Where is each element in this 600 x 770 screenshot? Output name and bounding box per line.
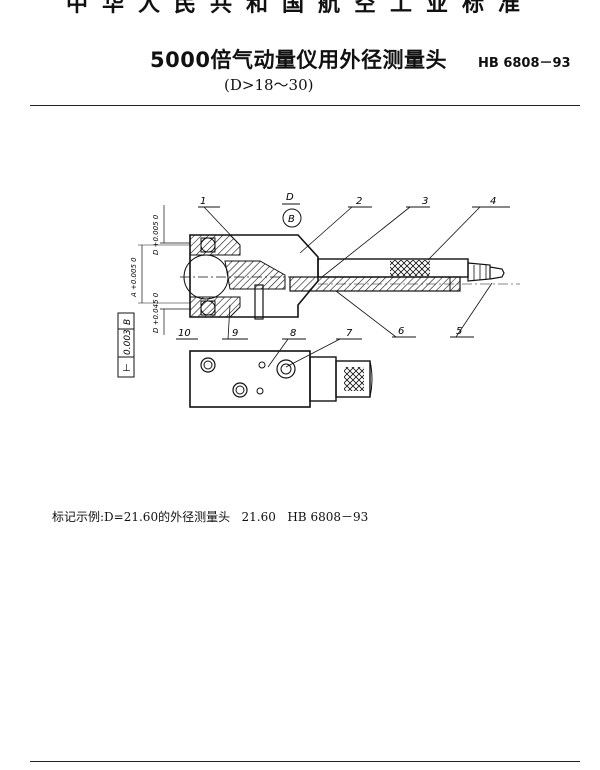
- callout-2-label: 2: [356, 196, 362, 207]
- flatness-symbol: ⊥: [122, 363, 131, 374]
- dimensions-left: D +0.005 0 A +0.005 0 D +0.045 0: [130, 205, 190, 335]
- page-title: 5000倍气动量仪用外径测量头: [150, 48, 447, 72]
- d-label: D: [286, 192, 294, 203]
- callout-8: 8: [267, 328, 306, 368]
- callout-5: 5: [450, 282, 493, 338]
- datum-b-label: B: [288, 214, 295, 225]
- callout-10-label: 10: [178, 328, 191, 339]
- tol-bottom-label: D +0.045 0: [152, 292, 160, 333]
- marking-example: 标记示例:D=21.60的外径测量头 21.60 HB 6808－93: [52, 508, 368, 525]
- shaft: [289, 258, 520, 292]
- callout-4-label: 4: [490, 196, 496, 207]
- callout-10: 10: [176, 328, 198, 340]
- flatness-value-label: 0.003: [123, 329, 133, 355]
- callout-6-label: 6: [398, 326, 404, 337]
- page-subtitle: (D>18～30): [224, 76, 314, 94]
- header-standard-banner: 中华人民共和国航空工业标准: [65, 0, 534, 17]
- flatness-frame: B 0.003 ⊥: [117, 312, 135, 378]
- tol-mid-label: A +0.005 0: [130, 257, 138, 298]
- footer-rule: [30, 761, 580, 762]
- callout-3: 3: [321, 196, 430, 278]
- callout-8-label: 8: [290, 328, 296, 339]
- callout-d-datum: D B: [282, 192, 302, 228]
- marking-standard: HB 6808－93: [287, 510, 369, 524]
- callout-9-label: 9: [232, 328, 238, 339]
- marking-value: 21.60: [241, 510, 276, 524]
- tol-top-label: D +0.005 0: [152, 214, 160, 255]
- callout-9: 9: [222, 304, 248, 340]
- callout-2: 2: [299, 196, 372, 254]
- callout-5-label: 5: [456, 326, 462, 337]
- head-body: [180, 234, 340, 320]
- flatness-datum-label: B: [123, 319, 133, 325]
- technical-drawing: 1 D B 2 3 4: [117, 192, 520, 408]
- callout-7-label: 7: [346, 328, 353, 339]
- bottom-view: [189, 350, 373, 408]
- callout-4: 4: [427, 196, 510, 261]
- callout-1-label: 1: [200, 196, 206, 207]
- header-rule: [30, 105, 580, 106]
- standard-number: HB 6808－93: [478, 56, 571, 71]
- callout-6: 6: [335, 290, 416, 338]
- marking-label: 标记示例:D=21.60的外径测量头: [52, 510, 231, 524]
- callout-3-label: 3: [422, 196, 428, 207]
- callout-7: 7: [285, 328, 362, 368]
